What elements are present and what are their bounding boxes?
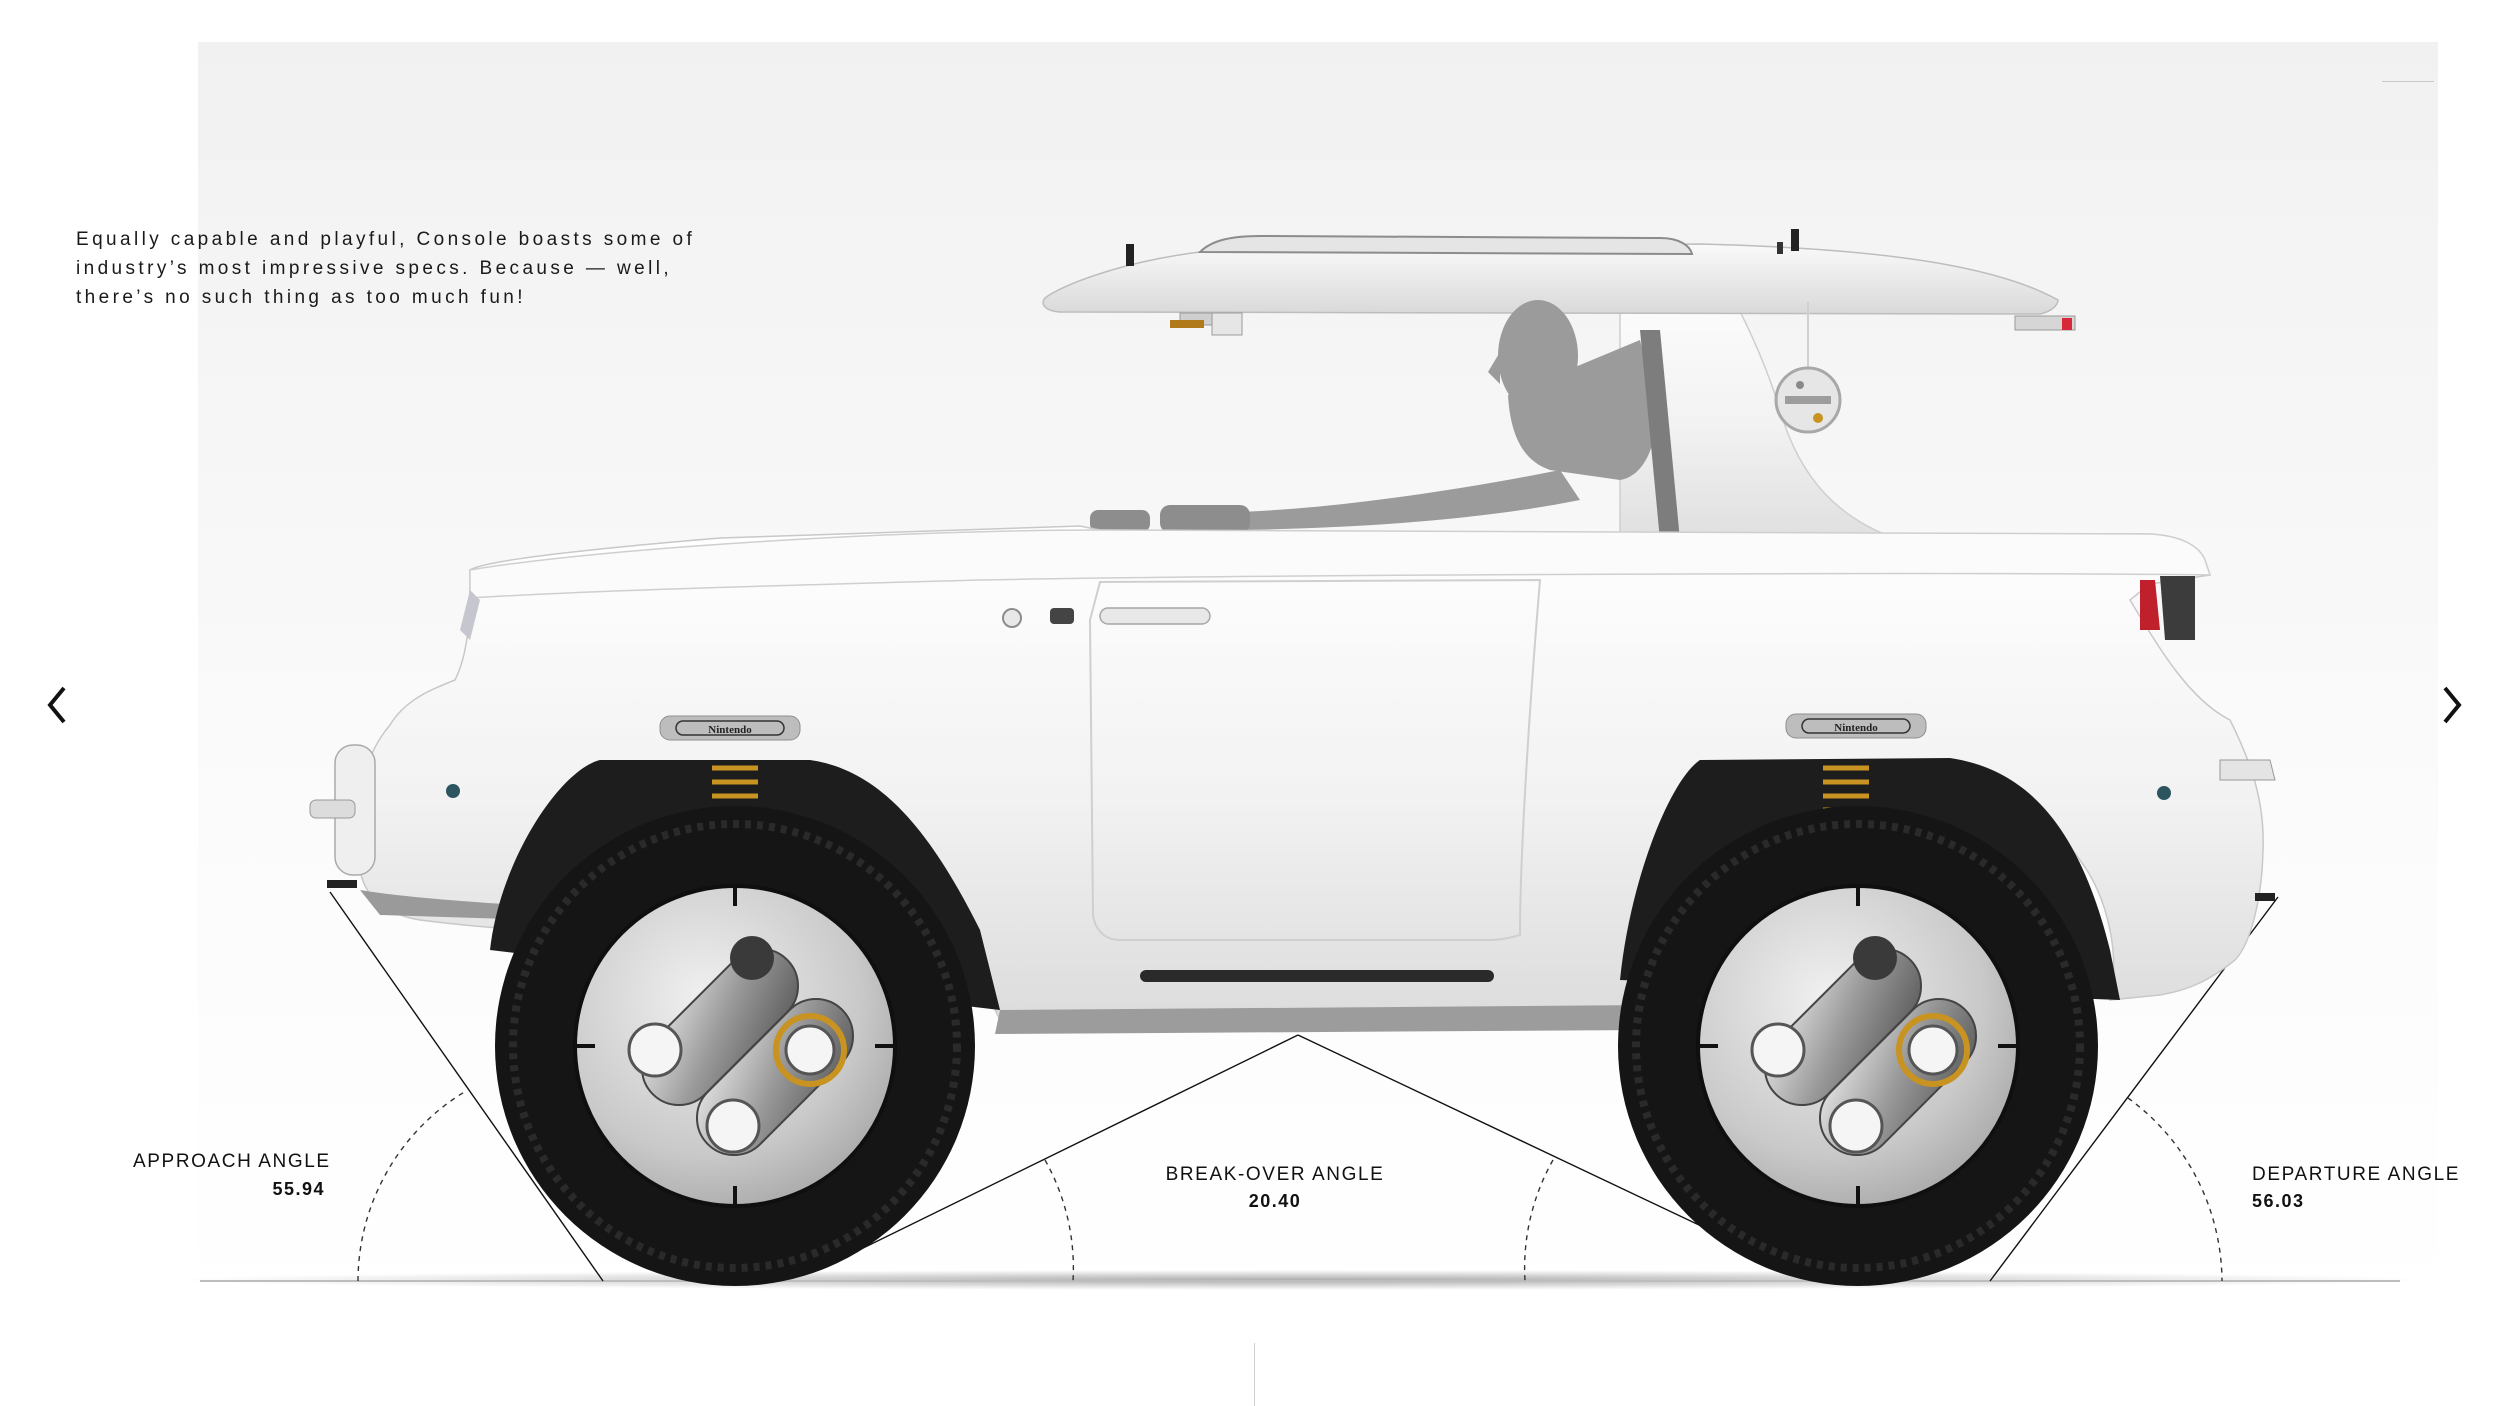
departure-angle-value: 56.03 [2252, 1191, 2305, 1211]
next-slide-button[interactable] [2431, 680, 2471, 730]
approach-angle-label: APPROACH ANGLE [133, 1151, 331, 1172]
previous-slide-button[interactable] [38, 680, 78, 730]
departure-angle-arc [2127, 1097, 2223, 1282]
approach-angle-value: 55.94 [272, 1179, 325, 1199]
front-wheel [495, 806, 975, 1286]
breakover-angle-label: BREAK-OVER ANGLE [1165, 1164, 1385, 1185]
breakover-angle-lines [854, 1034, 1757, 1253]
intro-paragraph: Equally capable and playful, Console boa… [76, 225, 776, 312]
breakover-arc-left [1044, 1159, 1075, 1282]
rear-wheel [1618, 806, 2098, 1286]
front-nintendo-badge: Nintendo [659, 715, 801, 741]
top-right-divider [2382, 81, 2434, 82]
badge-text: Nintendo [1834, 722, 1878, 734]
approach-angle-arc [357, 1090, 467, 1282]
intro-line: Equally capable and playful, Console boa… [76, 229, 696, 250]
steering-wheel [1090, 505, 1250, 533]
chevron-right-icon [2443, 686, 2462, 724]
badge-text: Nintendo [708, 724, 752, 736]
canopy [1042, 229, 2076, 561]
approach-angle-lines [329, 891, 604, 1282]
driver-figure [1240, 300, 1680, 540]
bottom-divider [1254, 1343, 1255, 1406]
chevron-left-icon [47, 686, 66, 724]
breakover-arc-right [1523, 1159, 1554, 1282]
rear-nintendo-badge: Nintendo [1785, 713, 1927, 739]
intro-line: industry’s most impressive specs. Becaus… [76, 258, 673, 279]
breakover-angle-value: 20.40 [1248, 1191, 1302, 1211]
departure-angle-label: DEPARTURE ANGLE [2252, 1164, 2461, 1185]
intro-line: there’s no such thing as too much fun! [76, 287, 526, 308]
vehicle-body [309, 525, 2276, 1034]
